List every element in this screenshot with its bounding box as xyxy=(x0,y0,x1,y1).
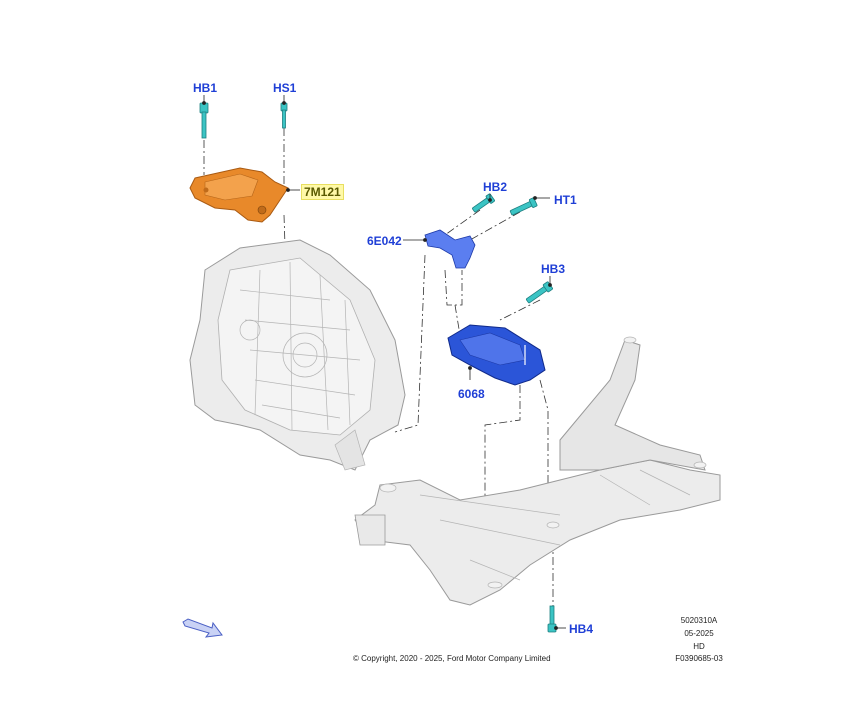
front-direction-arrow-icon xyxy=(182,618,223,638)
bolt-hb4 xyxy=(549,605,555,627)
callout-7m121: 7M121 xyxy=(301,184,344,200)
label-leaders xyxy=(202,95,566,630)
ref-code-4: F0390685-03 xyxy=(675,654,723,663)
engine-mount-7m121 xyxy=(189,167,289,223)
transmission-illustration xyxy=(189,239,406,471)
callout-hb4: HB4 xyxy=(569,622,594,636)
callout-6068: 6068 xyxy=(458,387,485,401)
callout-hb3: HB3 xyxy=(541,262,566,276)
callout-hs1: HS1 xyxy=(273,81,297,95)
ref-code-2: 05-2025 xyxy=(684,629,714,638)
bracket-6e042 xyxy=(424,229,476,269)
callout-ht1: HT1 xyxy=(554,193,577,207)
callout-6e042: 6E042 xyxy=(367,234,402,248)
callout-hb1: HB1 xyxy=(193,81,218,95)
callout-hb2: HB2 xyxy=(483,180,508,194)
bracket-6068 xyxy=(447,324,546,386)
copyright-text: © Copyright, 2020 - 2025, Ford Motor Com… xyxy=(353,654,551,663)
ref-code-1: 5020310A xyxy=(680,616,718,625)
subframe-illustration xyxy=(354,336,721,606)
ref-code-3: HD xyxy=(693,642,705,651)
